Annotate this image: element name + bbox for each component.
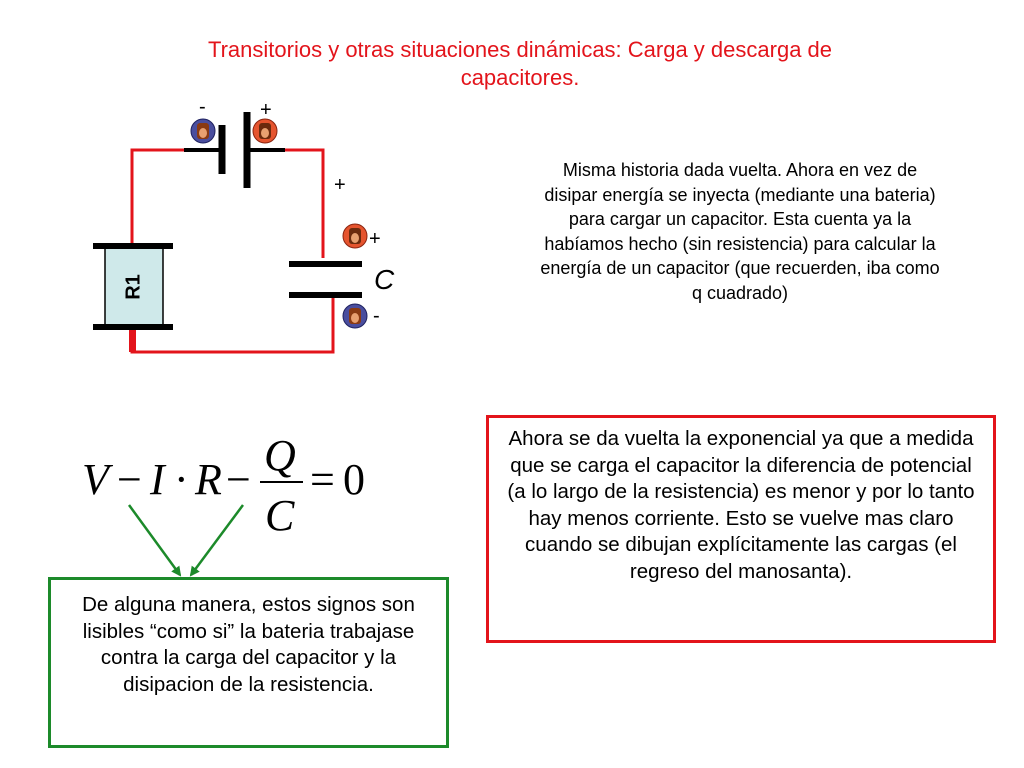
equation-denominator: C bbox=[265, 491, 295, 540]
charge-icon-battery-negative bbox=[190, 118, 216, 144]
equation-numerator: Q bbox=[264, 431, 296, 480]
equation-zero: 0 bbox=[343, 455, 365, 504]
red-callout-box: Ahora se da vuelta la exponencial ya que… bbox=[486, 415, 996, 643]
capacitor-plate-minus-label: - bbox=[373, 305, 380, 327]
explanation-paragraph: Misma historia dada vuelta. Ahora en vez… bbox=[540, 160, 940, 303]
battery-plus-label: + bbox=[260, 99, 272, 121]
wire-left-top bbox=[130, 148, 184, 243]
wire-right-top bbox=[283, 148, 325, 258]
charge-icon-capacitor-positive bbox=[342, 223, 368, 249]
equation: V − I · R − Q C = 0 bbox=[82, 431, 365, 540]
slide-title: Transitorios y otras situaciones dinámic… bbox=[207, 37, 833, 90]
battery-symbol bbox=[184, 112, 285, 188]
equation-equals: = bbox=[310, 455, 335, 504]
equation-i: I bbox=[149, 455, 167, 504]
battery-minus-label: - bbox=[199, 96, 206, 118]
arrow-right bbox=[189, 504, 245, 577]
capacitor-symbol bbox=[289, 261, 362, 298]
green-callout-box: De alguna manera, estos signos son lisib… bbox=[48, 577, 449, 748]
resistor-body bbox=[104, 245, 164, 328]
equation-dot: · bbox=[174, 455, 189, 504]
equation-v: V bbox=[82, 455, 114, 504]
equation-minus-2: − bbox=[226, 455, 251, 504]
capacitor-top-plus-label: + bbox=[334, 174, 346, 196]
equation-minus-1: − bbox=[117, 455, 142, 504]
resistor-symbol: R1 bbox=[93, 243, 173, 330]
capacitor-plate-plus-label: + bbox=[369, 228, 381, 250]
charge-icon-capacitor-negative bbox=[342, 303, 368, 329]
arrow-left bbox=[127, 504, 182, 577]
capacitor-label: C bbox=[374, 264, 395, 295]
equation-r: R bbox=[194, 455, 222, 504]
resistor-label: R1 bbox=[122, 274, 144, 300]
charge-icon-battery-positive bbox=[252, 118, 278, 144]
resistor-lead-thick bbox=[129, 330, 136, 352]
